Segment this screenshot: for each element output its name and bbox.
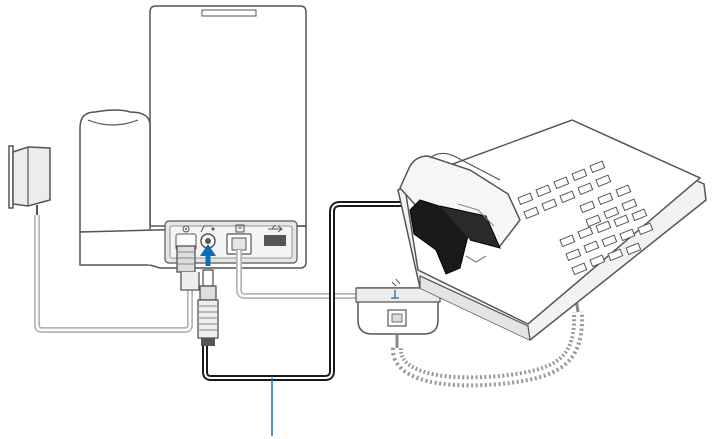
handset-lifter-icon	[409, 199, 501, 275]
ehs-port-icon	[200, 225, 215, 233]
power-port-icon	[182, 225, 190, 233]
telephone-port-icon	[235, 224, 245, 233]
insert-arrow-icon	[200, 244, 216, 266]
keypad	[517, 160, 654, 276]
usb-port-icon	[268, 224, 283, 233]
power-adapter-icon	[8, 145, 51, 215]
power-plug-icon	[176, 245, 200, 291]
ehs-jack-plug-icon	[197, 269, 219, 346]
desk-phone-icon	[397, 119, 707, 341]
splitter-box-icon	[355, 278, 441, 335]
usb-socket	[264, 235, 286, 246]
